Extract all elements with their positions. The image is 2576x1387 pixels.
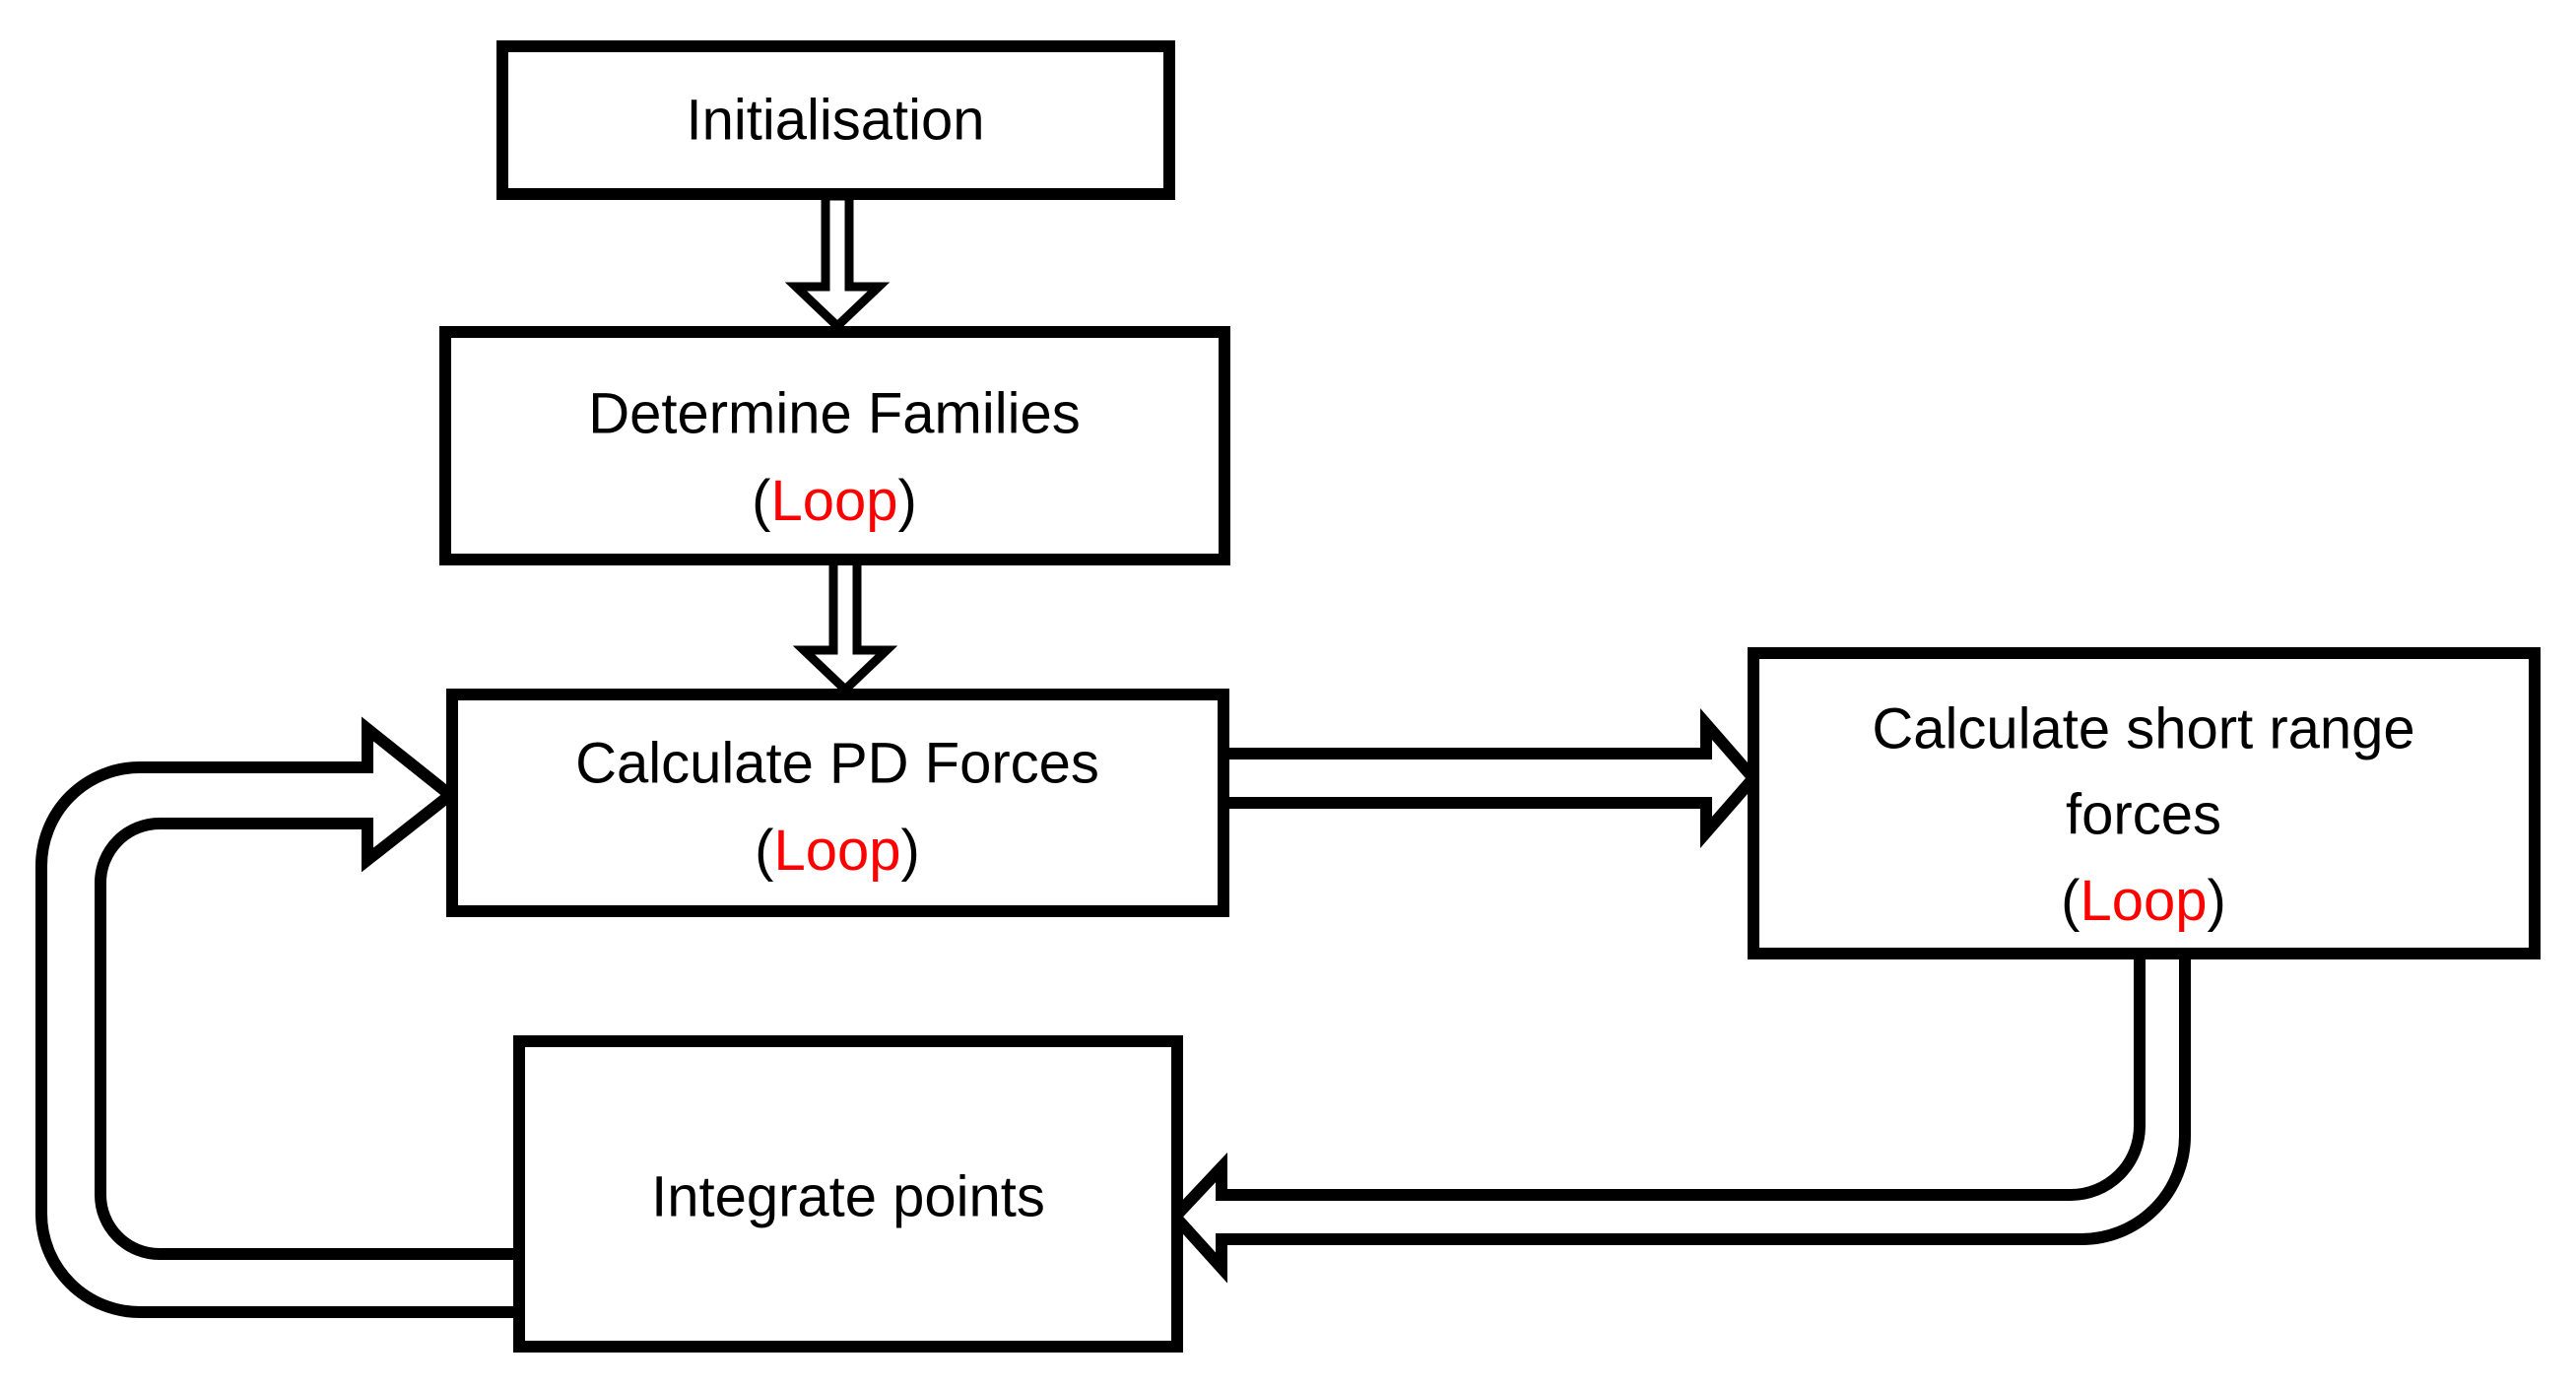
paren-close: ) [898, 469, 917, 533]
label-calculate-short-range-loop: (Loop) [2061, 869, 2226, 933]
paren-close: ) [901, 819, 920, 883]
arrow-shortrange-to-integrate [1166, 948, 2191, 1284]
arrow-pd-to-shortrange [1216, 708, 1761, 848]
paren-open: ( [752, 469, 770, 533]
paren-close: ) [2208, 869, 2226, 933]
label-determine-families-loop: (Loop) [752, 469, 917, 533]
loop-text: Loop [773, 819, 900, 883]
label-determine-families-line1: Determine Families [588, 382, 1081, 446]
node-determine-families [439, 326, 1230, 565]
node-calculate-pd-forces [446, 689, 1229, 917]
node-integrate-points [513, 1035, 1183, 1353]
label-calculate-pd-forces-line1: Calculate PD Forces [575, 732, 1099, 796]
arrow-init-to-determine [784, 191, 891, 333]
label-calculate-short-range-line1: Calculate short range [1872, 697, 2414, 761]
loop-text: Loop [770, 469, 897, 533]
loop-text: Loop [2080, 869, 2207, 933]
arrow-determine-to-pd [792, 553, 898, 696]
label-initialisation: Initialisation [686, 89, 984, 153]
label-calculate-pd-forces-loop: (Loop) [755, 819, 920, 883]
paren-open: ( [2061, 869, 2080, 933]
arrow-integrate-to-pd-loop [35, 716, 525, 1318]
label-calculate-short-range-line2: forces [2066, 783, 2221, 847]
paren-open: ( [755, 819, 773, 883]
node-calculate-short-range-forces [1748, 647, 2541, 959]
node-initialisation [496, 40, 1175, 200]
label-integrate-points: Integrate points [651, 1165, 1045, 1229]
